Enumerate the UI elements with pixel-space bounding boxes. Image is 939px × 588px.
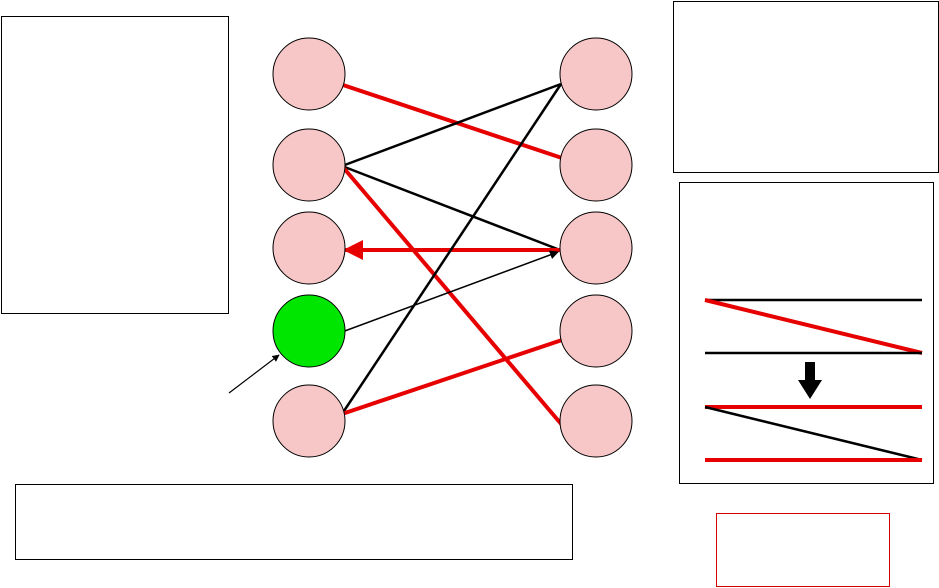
left-vertex-2 [272,128,346,202]
pointer-arrow-to-free-vertex [228,354,280,394]
left-vertex-3 [272,211,346,285]
free-edge-l5-r1 [340,83,563,415]
augmenting-path-legend [704,298,923,462]
bottom-text-panel [15,484,573,560]
right-vertex-group [559,37,633,458]
left-vertex-5 [272,384,346,458]
free-edge-l2-r3 [341,164,561,252]
matching-edge-l2-r5 [340,164,564,427]
free-edge-l4-r3-arrow [341,250,559,333]
legend-after-free-edge [704,405,923,462]
left-vertex-4-free [272,294,346,368]
left-vertex-group [272,37,346,458]
down-arrow-icon [798,362,822,399]
augmenting-path-legend-panel [679,182,934,484]
right-vertex-1 [559,37,633,111]
left-vertex-1 [272,37,346,111]
legend-before-matching-edge [704,298,923,355]
left-text-panel [1,16,229,314]
top-right-text-panel [673,1,939,173]
right-vertex-3 [559,211,633,285]
free-edge-l2-r1 [341,82,562,168]
edge-group [228,82,564,427]
matching-edge-l5-r4 [341,338,563,416]
right-vertex-4 [559,294,633,368]
right-vertex-5 [559,384,633,458]
matching-edge-l1-r2 [342,83,563,160]
red-outlined-box [716,513,890,587]
right-vertex-2 [559,128,633,202]
